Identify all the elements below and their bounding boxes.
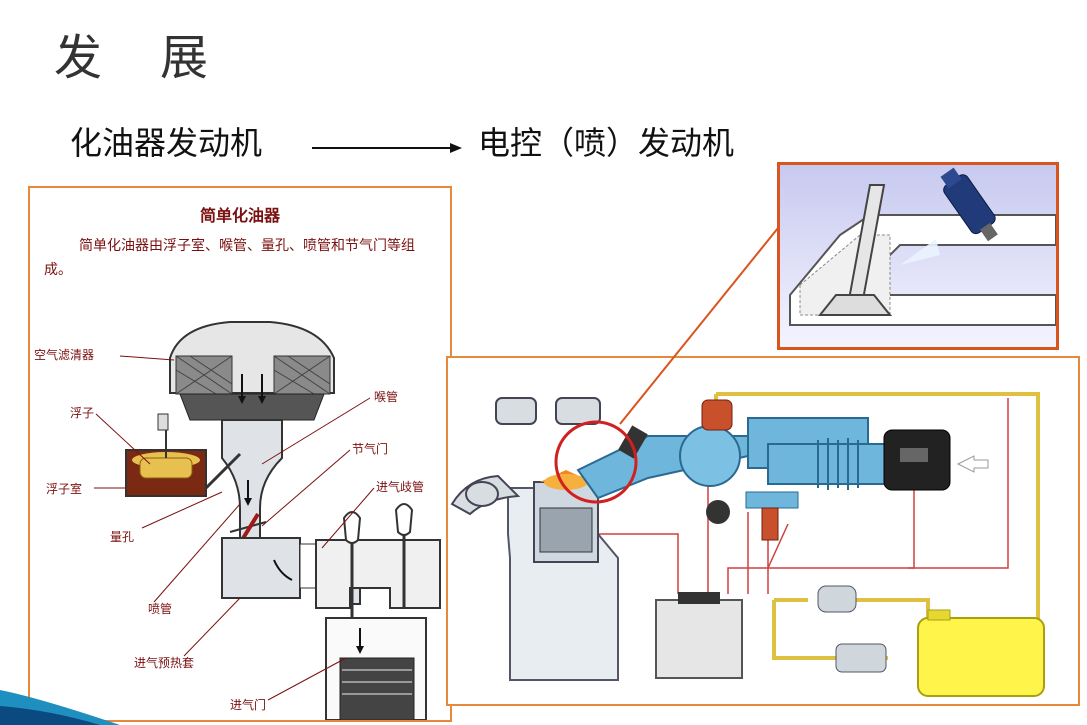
label-float: 浮子 (70, 406, 95, 420)
label-throttle: 节气门 (352, 442, 389, 456)
injector-closeup-panel (777, 162, 1059, 350)
carburetor-engine-label: 化油器发动机 (70, 124, 263, 162)
label-float-chamber: 浮子室 (46, 482, 83, 496)
carburetor-description: 简单化油器由浮子室、喉管、量孔、喷管和节气门等组成。 (44, 238, 415, 278)
label-venturi: 喉管 (374, 390, 399, 404)
label-metering-jet: 量孔 (110, 530, 135, 544)
label-nozzle: 喷管 (148, 602, 173, 616)
injector-closeup-diagram (780, 165, 1056, 347)
carburetor-panel: 简单化油器 简单化油器由浮子室、喉管、量孔、喷管和节气门等组成。 (28, 186, 452, 722)
page-title: 发展 (54, 18, 208, 88)
title-char-1: 发 (54, 30, 103, 86)
label-intake-valve: 进气门 (230, 698, 267, 712)
efi-system-panel (446, 356, 1080, 706)
efi-system-diagram (450, 392, 1045, 697)
label-manifold: 进气歧管 (376, 480, 425, 494)
label-preheat: 进气预热套 (134, 656, 195, 670)
carburetor-title: 简单化油器 (199, 206, 280, 225)
efi-engine-label: 电控（喷）发动机 (478, 124, 735, 162)
title-char-2: 展 (160, 30, 209, 86)
decorative-corner-swoosh (0, 690, 120, 725)
carburetor-diagram (94, 321, 441, 720)
evolution-arrow (312, 143, 462, 153)
label-air-filter: 空气滤清器 (34, 348, 95, 362)
